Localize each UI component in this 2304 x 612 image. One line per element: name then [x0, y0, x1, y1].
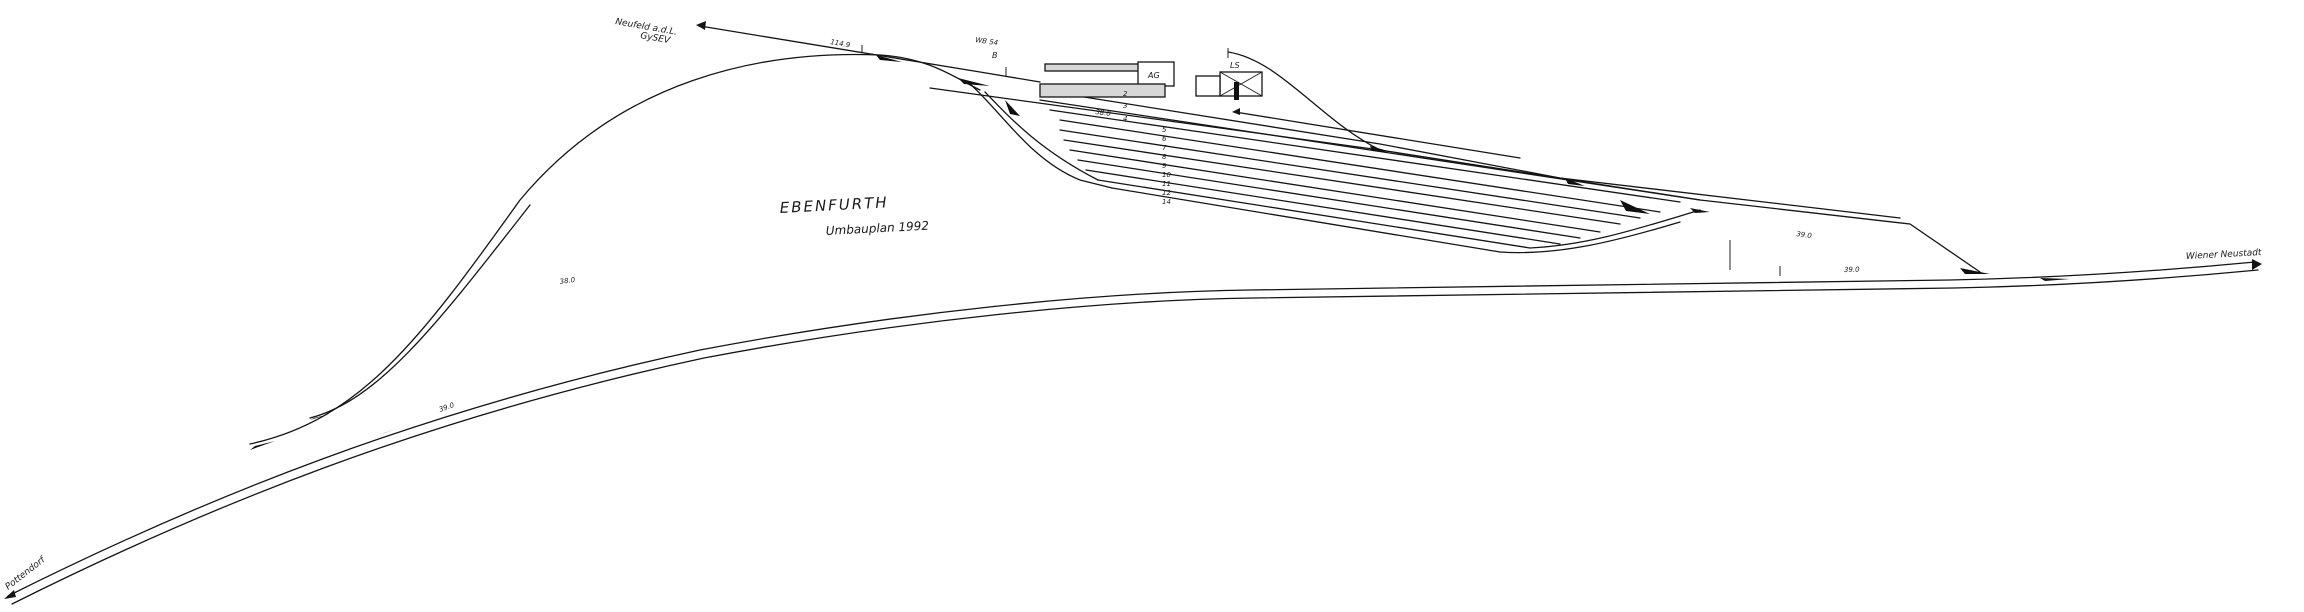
track-number: 2: [1123, 90, 1128, 98]
km-east-branch: 39.0: [1796, 230, 1813, 240]
track-number: 7: [1162, 144, 1167, 152]
station-annex: [1195, 75, 1221, 97]
track-number: 6: [1162, 135, 1167, 143]
track-number: 4: [1123, 115, 1127, 123]
loop-line: [249, 53, 981, 445]
arrow-to-neufeld: [696, 21, 706, 30]
station-tracks: [929, 48, 1981, 276]
signal-code: B: [992, 51, 998, 60]
km-southwest: 39.0: [438, 401, 456, 414]
signal-box-ag: [1137, 61, 1175, 87]
km-main-east: 39.0: [1844, 266, 1860, 274]
plan-subtitle: Umbauplan 1992: [825, 219, 929, 238]
track-number: 8: [1162, 153, 1167, 161]
track-number: 3: [1123, 102, 1127, 110]
km-station: 38.0: [1095, 108, 1112, 118]
track-number: 9: [1162, 162, 1167, 170]
arrow-to-pottendorf: [4, 590, 16, 599]
track-number: 10: [1162, 171, 1171, 179]
track-number: 12: [1162, 189, 1171, 197]
km-neufeld: 114.9: [830, 38, 852, 49]
km-main-mid: 38.0: [559, 276, 576, 286]
neufeld-line: [696, 21, 1041, 83]
signal-label: WB 54: [975, 36, 999, 47]
station-buildings: [1039, 61, 1263, 100]
ls-label: LS: [1230, 61, 1240, 70]
dest-wiener-neustadt: Wiener Neustadt: [2186, 248, 2263, 262]
turnouts: [250, 55, 2070, 450]
arrow-to-wiener-neustadt: [2252, 259, 2262, 270]
signal-box-label: AG: [1147, 71, 1160, 80]
track-number: 5: [1162, 126, 1167, 134]
plan-title: EBENFURTH: [779, 193, 889, 217]
track-number: 14: [1162, 198, 1171, 206]
platform-2: [1039, 83, 1166, 98]
main-line: [4, 259, 2262, 605]
track-number: 11: [1162, 180, 1171, 188]
